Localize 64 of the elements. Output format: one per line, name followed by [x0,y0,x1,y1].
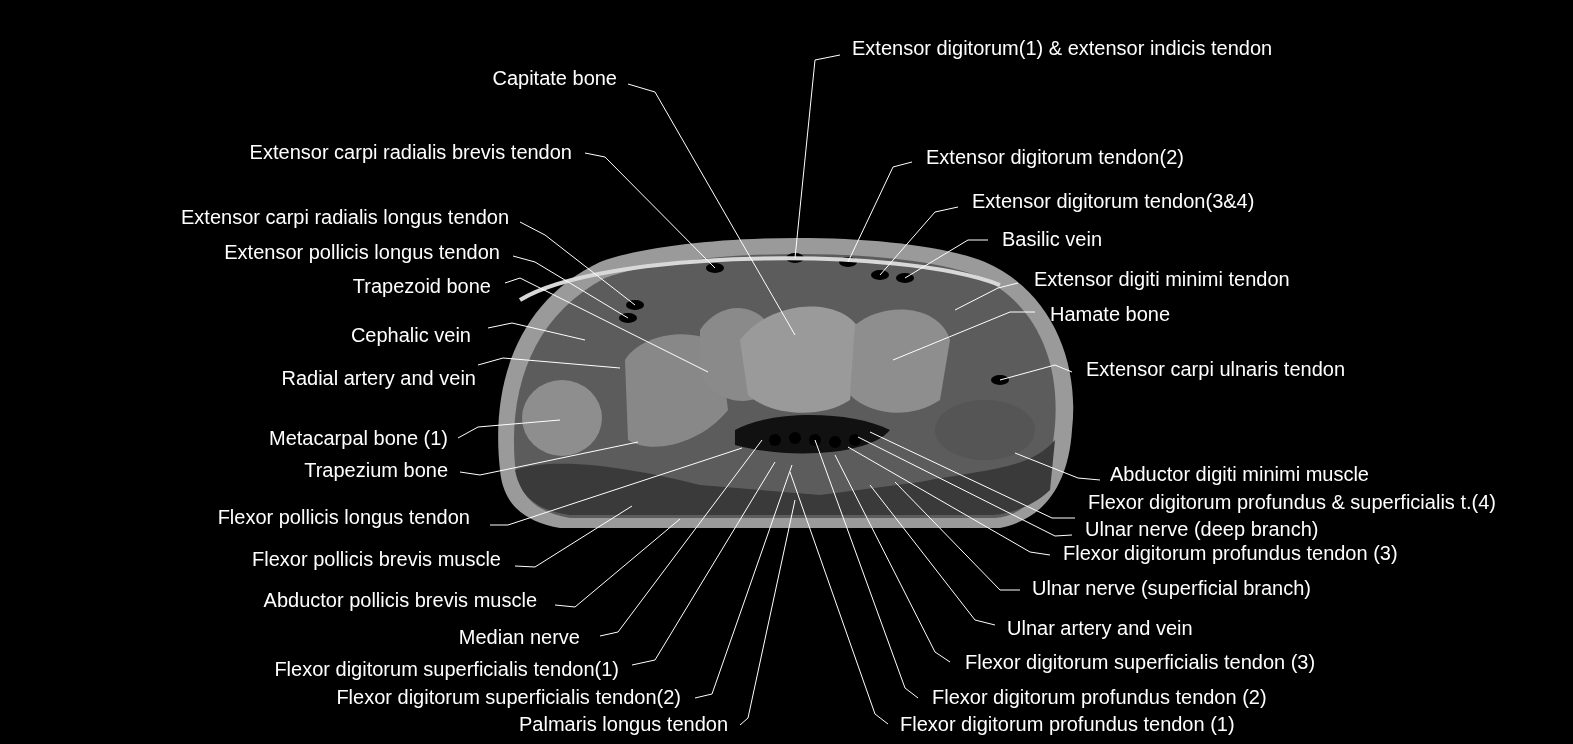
leader-line [487,322,586,341]
leader-line [627,83,796,336]
structure-label: Extensor carpi ulnaris tendon [1086,357,1346,381]
leader-line [519,221,636,306]
structure-label: Radial artery and vein [281,366,476,390]
structure-label: Trapezium bone [304,458,448,482]
leader-line [584,152,716,269]
leader-line [514,505,633,568]
structure-label: Extensor digitorum(1) & extensor indicis tendon [852,36,1273,60]
structure-label: Palmaris longus tendon [519,712,728,736]
leader-line [477,357,621,369]
structure-label: Abductor pollicis brevis muscle [263,588,537,612]
structure-label: Metacarpal bone (1) [269,426,448,450]
leader-line [857,436,1073,537]
leader-line [869,484,996,626]
leader-line [814,439,919,699]
leader-line [954,282,1019,311]
structure-label: Ulnar artery and vein [1007,616,1193,640]
leader-line [999,364,1073,381]
structure-label: Ulnar nerve (deep branch) [1085,517,1319,541]
leader-line [869,431,1076,519]
leader-line [739,499,796,726]
structure-label: Extensor digitorum tendon(3&4) [972,189,1255,213]
structure-label: Extensor digiti minimi tendon [1034,267,1290,291]
leader-line [1014,452,1101,481]
structure-label: Flexor pollicis brevis muscle [252,547,501,571]
leader-line [789,471,889,725]
structure-label: Capitate bone [492,66,617,90]
structure-label: Extensor pollicis longus tendon [224,240,500,264]
structure-label: Ulnar nerve (superficial branch) [1032,576,1311,600]
leader-line [631,461,776,666]
structure-label: Cephalic vein [350,323,471,347]
leader-line [599,439,763,637]
structure-label: Median nerve [458,625,580,649]
structure-label: Abductor digiti minimi muscle [1110,462,1369,486]
leader-line [892,311,1036,361]
structure-label: Flexor digitorum superficialis tendon(2) [336,685,681,709]
structure-label: Flexor digitorum profundus tendon (3) [1063,541,1398,565]
structure-label: Extensor digitorum tendon(2) [926,145,1184,169]
structure-label: Flexor digitorum superficialis tendon(1) [274,657,619,681]
leader-line [457,419,561,439]
leader-line [459,441,639,476]
leader-line [504,277,709,373]
structure-label: Flexor digitorum profundus tendon (2) [932,685,1267,709]
structure-label: Trapezoid bone [352,274,491,298]
leader-line [847,446,1051,556]
leader-line [847,161,913,263]
leader-line [794,54,841,259]
structure-label: Flexor pollicis longus tendon [217,505,470,529]
leader-line [512,255,629,319]
structure-label: Flexor digitorum superficialis tendon (3) [965,650,1316,674]
structure-label: Extensor carpi radialis brevis tendon [249,140,572,164]
structure-label: Flexor digitorum profundus tendon (1) [900,712,1235,736]
structure-label: Basilic vein [1002,227,1103,251]
leader-line [694,464,793,699]
structure-label: Flexor digitorum profundus & superficialis t.(4) [1088,490,1496,514]
structure-label: Hamate bone [1050,302,1171,326]
leader-line [879,206,959,276]
leader-line [554,518,681,608]
structure-label: Extensor carpi radialis longus tendon [181,205,509,229]
leader-line [904,239,989,279]
leader-line [489,447,743,526]
leader-line [834,454,951,663]
leader-line [894,481,1021,591]
